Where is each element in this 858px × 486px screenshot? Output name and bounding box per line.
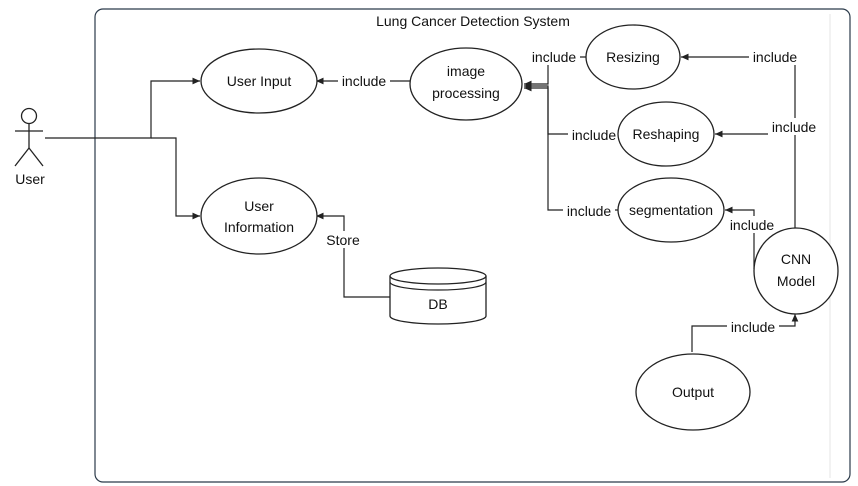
edge-db-to-user-information	[316, 212, 390, 298]
edge-user-to-user-input	[45, 77, 200, 139]
use-case-cnn-model[interactable]: CNN Model	[753, 227, 839, 315]
user-actor[interactable]: User	[14, 107, 45, 188]
use-case-reshaping-label: Reshaping	[633, 126, 700, 142]
system-title: Lung Cancer Detection System	[376, 13, 570, 29]
db-label: DB	[428, 296, 447, 312]
edge-label-bg	[749, 48, 801, 65]
edge-label-bg	[528, 48, 580, 65]
actor-left-leg	[14, 147, 30, 167]
edge-label-include: include	[772, 119, 817, 135]
use-case-cnn-model-label-line2: Model	[777, 273, 815, 289]
use-case-image-processing-label-line1: image	[447, 63, 485, 79]
use-case-user-input-label: User Input	[227, 73, 292, 89]
edge-label-include: include	[731, 319, 776, 335]
actor-right-leg	[28, 147, 44, 167]
edge-label-include: include	[532, 49, 577, 65]
edge-label-include: include	[572, 127, 617, 143]
edge-user-to-user-information	[151, 137, 200, 220]
edge-label-bg	[727, 318, 779, 335]
use-case-resizing-label: Resizing	[606, 49, 660, 65]
edge-label-bg	[768, 118, 820, 135]
use-case-resizing[interactable]: Resizing	[585, 24, 681, 90]
edge-label-include: include	[342, 73, 387, 89]
edge-label-include: include	[753, 49, 798, 65]
use-case-output-label: Output	[672, 384, 714, 400]
edge-label-include: include	[567, 203, 612, 219]
db-cylinder[interactable]: DB	[389, 267, 487, 325]
use-case-user-input[interactable]: User Input	[200, 48, 318, 114]
use-case-reshaping[interactable]: Reshaping	[617, 101, 715, 167]
use-case-user-information-label-line1: User	[244, 198, 274, 214]
actor-label: User	[15, 171, 45, 187]
use-case-cnn-model-label-line1: CNN	[781, 251, 811, 267]
edge-label-bg	[338, 72, 390, 89]
edge-label-bg	[728, 216, 778, 233]
actor-head-icon	[20, 107, 38, 125]
use-case-output[interactable]: Output	[635, 353, 751, 431]
edge-label-bg	[322, 231, 364, 248]
use-case-segmentation-label: segmentation	[629, 202, 713, 218]
use-case-image-processing[interactable]: image processing	[409, 47, 523, 121]
edge-cnn-to-segmentation	[725, 206, 755, 269]
use-case-user-information-label-line2: Information	[224, 219, 294, 235]
use-case-user-information[interactable]: User Information	[200, 177, 318, 255]
edge-label-include: include	[730, 217, 775, 233]
edge-label-bg	[568, 126, 620, 143]
edge-label-store: Store	[326, 232, 360, 248]
edge-label-bg	[563, 202, 615, 219]
use-case-image-processing-label-line2: processing	[432, 85, 500, 101]
use-case-segmentation[interactable]: segmentation	[617, 177, 725, 243]
